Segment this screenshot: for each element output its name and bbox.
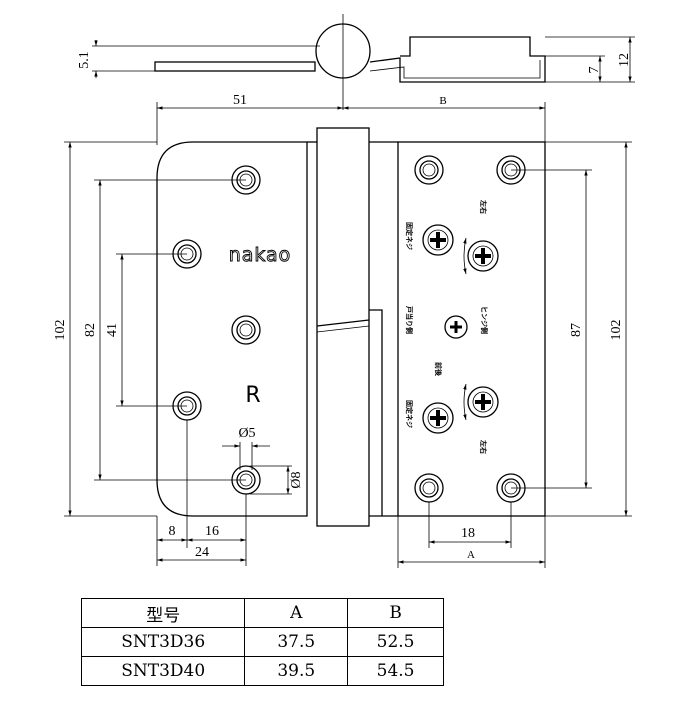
right-vertical-dimensions <box>511 141 632 517</box>
cell-a: 39.5 <box>244 656 349 686</box>
cell-model: SNT3D36 <box>80 627 246 657</box>
dim-12: 12 <box>617 53 632 67</box>
dim-51: 51 <box>233 93 247 108</box>
dim-5-1: 5.1 <box>77 51 92 69</box>
table-header-row: 型号 A B <box>80 598 444 628</box>
dim-24: 24 <box>195 545 209 560</box>
top-dimensions <box>156 102 546 145</box>
dim-b-top: B <box>439 95 446 107</box>
right-leaf <box>397 141 546 517</box>
header-b: B <box>347 598 444 628</box>
left-vertical-dimensions <box>64 141 246 517</box>
dim-102-right: 102 <box>609 320 624 341</box>
adjust-screws <box>422 224 499 434</box>
dim-82: 82 <box>83 323 98 337</box>
dim-18: 18 <box>461 526 475 541</box>
sayu-top: 左右 <box>479 199 488 214</box>
zengo: 前後 <box>434 362 443 377</box>
dim-phi5: Ø5 <box>238 426 255 441</box>
spec-table: 型号 A B SNT3D36 37.5 52.5 SNT3D40 39.5 54… <box>80 598 444 686</box>
hole-diameter-dimensions <box>222 442 292 495</box>
kotei-neji-bottom: 固定ネジ <box>405 400 414 428</box>
dim-102-left: 102 <box>53 320 68 341</box>
dim-phi8: Ø8 <box>289 471 304 488</box>
header-a: A <box>244 598 349 628</box>
cell-b: 54.5 <box>347 656 444 686</box>
header-model: 型号 <box>80 598 246 628</box>
hinge-gawa: ヒンジ側 <box>480 306 489 334</box>
hinge-barrel <box>307 127 398 527</box>
dim-87: 87 <box>569 323 584 337</box>
toatari-gawa: 戸当り側 <box>405 306 414 334</box>
dim-41: 41 <box>105 323 120 337</box>
dim-8: 8 <box>169 524 176 539</box>
brand-logo: nakao <box>229 244 292 266</box>
kotei-neji-top: 固定ネジ <box>405 222 414 250</box>
side-mark: R <box>245 383 260 408</box>
left-leaf <box>156 141 308 517</box>
dim-7: 7 <box>587 67 602 74</box>
cell-model: SNT3D40 <box>80 656 246 686</box>
right-screw-holes <box>414 155 526 503</box>
table-row: SNT3D40 39.5 54.5 <box>80 656 444 686</box>
bottom-dimensions <box>156 420 546 568</box>
left-screw-holes <box>172 165 261 495</box>
dim-16: 16 <box>205 524 219 539</box>
cell-b: 52.5 <box>347 627 444 657</box>
table-row: SNT3D36 37.5 52.5 <box>80 627 444 657</box>
dim-a-bottom: A <box>467 549 475 561</box>
sayu-bottom: 左右 <box>479 439 488 454</box>
side-view <box>92 14 635 110</box>
cell-a: 37.5 <box>244 627 349 657</box>
